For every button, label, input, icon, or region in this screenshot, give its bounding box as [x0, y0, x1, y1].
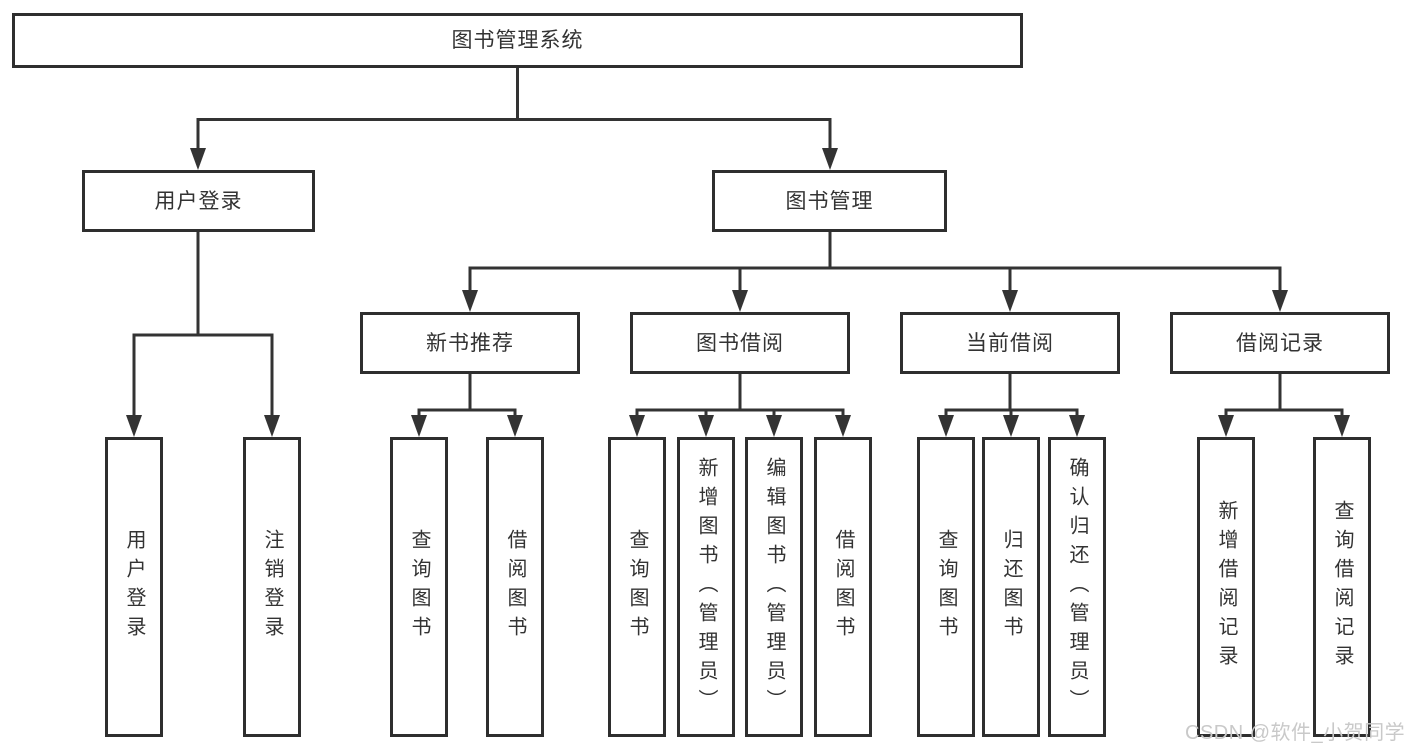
leaf-borrow-books: 借阅图书	[814, 437, 872, 737]
node-library-system: 图书管理系统	[12, 13, 1023, 68]
leaf-query-books-borrow: 查询图书	[608, 437, 666, 737]
leaf-add-book-admin: 新增图书（管理员）	[677, 437, 735, 737]
leaf-user-login: 用户登录	[105, 437, 163, 737]
leaf-logout: 注销登录	[243, 437, 301, 737]
node-user-login: 用户登录	[82, 170, 315, 232]
watermark-text: CSDN @软件_小贺同学	[1185, 722, 1405, 744]
leaf-return-books: 归还图书	[982, 437, 1040, 737]
leaf-borrow-books-recommend: 借阅图书	[486, 437, 544, 737]
leaf-query-books-recommend: 查询图书	[390, 437, 448, 737]
leaf-confirm-return-admin: 确认归还（管理员）	[1048, 437, 1106, 737]
leaf-query-borrow-record: 查询借阅记录	[1313, 437, 1371, 737]
leaf-add-borrow-record: 新增借阅记录	[1197, 437, 1255, 737]
leaf-edit-book-admin: 编辑图书（管理员）	[745, 437, 803, 737]
node-borrow-records: 借阅记录	[1170, 312, 1390, 374]
node-new-book-recommend: 新书推荐	[360, 312, 580, 374]
node-current-borrow: 当前借阅	[900, 312, 1120, 374]
node-book-management: 图书管理	[712, 170, 947, 232]
node-book-borrow: 图书借阅	[630, 312, 850, 374]
leaf-query-books-current: 查询图书	[917, 437, 975, 737]
